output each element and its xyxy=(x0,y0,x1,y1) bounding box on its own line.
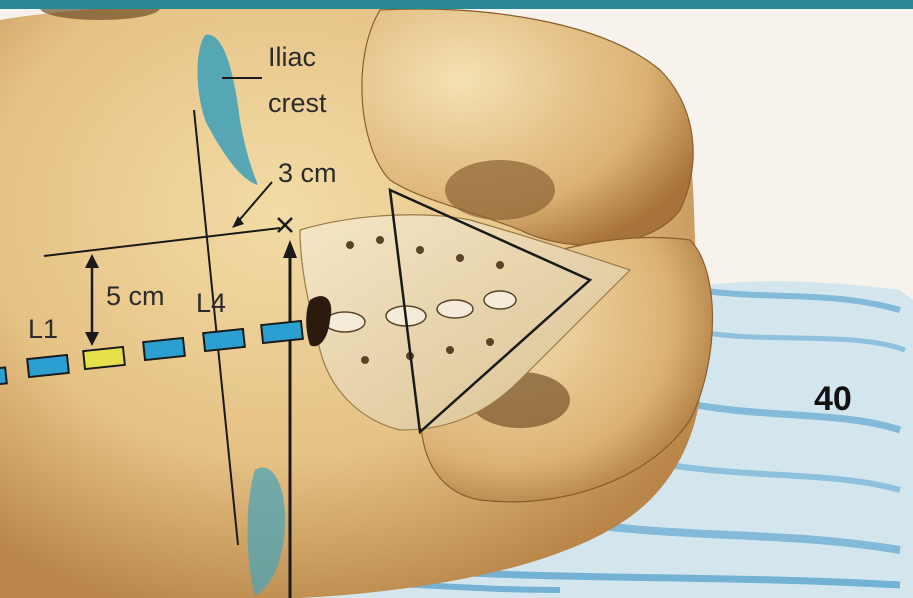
header-bar xyxy=(0,0,913,9)
five-cm-label: 5 cm xyxy=(106,283,165,310)
shadow-cavity-1 xyxy=(445,160,555,220)
three-cm-label: 3 cm xyxy=(278,160,337,187)
l1-label: L1 xyxy=(28,316,58,343)
slide-number: 40 xyxy=(814,380,852,419)
iliac-crest-label-line1: Iliac xyxy=(268,44,316,71)
iliac-crest-label-line2: crest xyxy=(268,90,327,117)
l4-label: L4 xyxy=(196,290,226,317)
